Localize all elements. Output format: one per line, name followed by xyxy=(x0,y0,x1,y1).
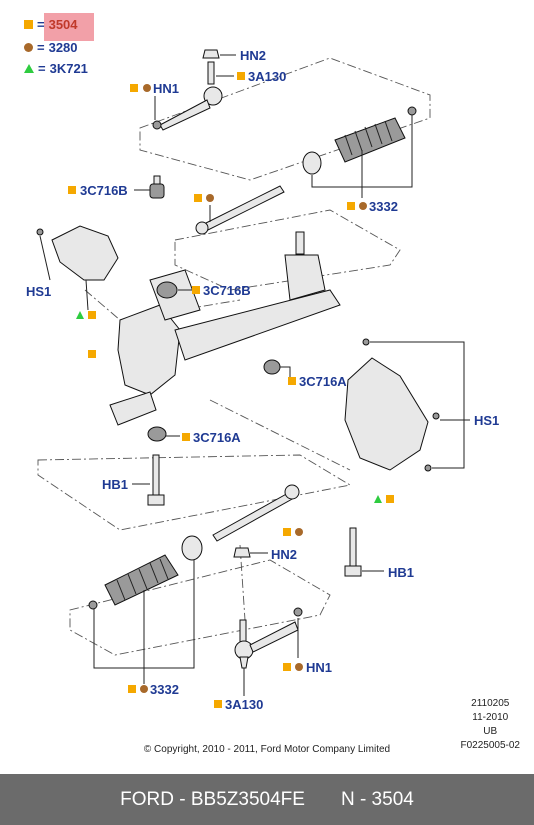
callout-hb1-right: HB1 xyxy=(388,565,414,580)
reference-block: 2110205 11-2010 UB F0225005-02 xyxy=(461,697,521,753)
callout-hn2-top: HN2 xyxy=(240,48,266,63)
dash-outline-lower xyxy=(37,454,352,531)
callout-hs1-right: HS1 xyxy=(474,413,499,428)
square-icon xyxy=(214,700,222,708)
dash-guide xyxy=(84,289,121,321)
callout-hb1-left: HB1 xyxy=(102,477,128,492)
square-icon xyxy=(283,663,291,671)
ref-line-4: F0225005-02 xyxy=(460,740,521,751)
square-icon xyxy=(288,377,296,385)
legend-eq: = xyxy=(38,61,46,76)
footer-bar: FORD - BB5Z3504FE N - 3504 xyxy=(0,774,534,825)
circle-icon xyxy=(143,84,151,92)
square-icon xyxy=(130,84,138,92)
legend-row-triangle: = 3K721 xyxy=(24,61,88,76)
triangle-icon xyxy=(374,495,382,503)
footer-part-number: FORD - BB5Z3504FE xyxy=(120,788,305,810)
square-icon xyxy=(347,202,355,210)
bushing-3c716b-top xyxy=(149,175,165,199)
callout-hn1-bottom: HN1 xyxy=(306,660,332,675)
circle-icon xyxy=(24,43,33,52)
dash-outline-bottom xyxy=(69,559,331,656)
bushing-3c716a-mid xyxy=(263,359,281,375)
bolt-hb1-left xyxy=(147,454,165,506)
callout-hn2-bottom: HN2 xyxy=(271,547,297,562)
callout-3c716a-mid: 3C716A xyxy=(299,374,347,389)
square-icon xyxy=(24,20,33,29)
callout-3c716b-top: 3C716B xyxy=(80,183,128,198)
leader-line xyxy=(370,341,465,469)
ref-line-3: UB xyxy=(483,726,498,737)
square-icon xyxy=(194,194,202,202)
boot-lower xyxy=(88,535,203,610)
square-icon xyxy=(88,311,96,319)
bushing-3c716b-mid xyxy=(156,281,178,299)
square-icon xyxy=(68,186,76,194)
inner-tie-rod-lower xyxy=(212,484,300,542)
exploded-steering-diagram: HN2 3A130 HN1 3C716B 3332 HS1 3C716B 3C7… xyxy=(26,48,499,712)
legend-value-triangle: 3K721 xyxy=(49,61,88,76)
square-icon xyxy=(128,685,136,693)
callout-hs1-left: HS1 xyxy=(26,284,51,299)
boot-upper xyxy=(302,106,417,175)
callout-3332-bottom: 3332 xyxy=(150,682,179,697)
tie-rod-end-upper xyxy=(152,49,223,131)
tie-rod-end-lower xyxy=(233,547,303,669)
circle-icon xyxy=(359,202,367,210)
legend-value-square: 3504 xyxy=(48,17,78,32)
legend-highlight xyxy=(44,13,94,41)
circle-icon xyxy=(295,528,303,536)
legend-row-circle: = 3280 xyxy=(24,40,78,55)
circle-icon xyxy=(295,663,303,671)
triangle-icon xyxy=(24,64,34,73)
square-icon xyxy=(386,495,394,503)
ref-line-1: 2110205 xyxy=(471,698,510,709)
square-icon xyxy=(283,528,291,536)
callout-3c716b-mid: 3C716B xyxy=(203,283,251,298)
bolt-hb1-right xyxy=(344,527,362,577)
callout-3a130-bottom: 3A130 xyxy=(225,697,263,712)
square-icon xyxy=(88,350,96,358)
heat-shield-right xyxy=(344,338,440,472)
legend-value-circle: 3280 xyxy=(48,40,78,55)
circle-icon xyxy=(140,685,148,693)
callout-3a130-top: 3A130 xyxy=(248,69,286,84)
leader-line xyxy=(85,279,89,311)
circle-icon xyxy=(206,194,214,202)
dash-outline-middle xyxy=(174,209,401,291)
legend-eq: = xyxy=(37,40,45,55)
dash-outline-upper xyxy=(139,57,431,181)
footer-n-number: N - 3504 xyxy=(340,788,414,810)
steering-rack xyxy=(109,231,341,426)
callout-3332-top: 3332 xyxy=(369,199,398,214)
square-icon xyxy=(237,72,245,80)
inner-tie-rod-upper xyxy=(195,185,285,235)
legend-eq: = xyxy=(37,17,45,32)
square-icon xyxy=(192,286,200,294)
copyright-text: © Copyright, 2010 - 2011, Ford Motor Com… xyxy=(143,744,391,755)
legend-row-square: = 3504 xyxy=(24,17,78,32)
heat-shield-left xyxy=(36,225,119,281)
bushing-3c716a-low xyxy=(147,426,167,442)
triangle-icon xyxy=(76,311,84,319)
square-icon xyxy=(182,433,190,441)
ref-line-2: 11-2010 xyxy=(472,712,509,723)
leader-line xyxy=(39,235,51,281)
callout-hn1-top: HN1 xyxy=(153,81,179,96)
leader-line xyxy=(280,366,291,378)
callout-3c716a-low: 3C716A xyxy=(193,430,241,445)
